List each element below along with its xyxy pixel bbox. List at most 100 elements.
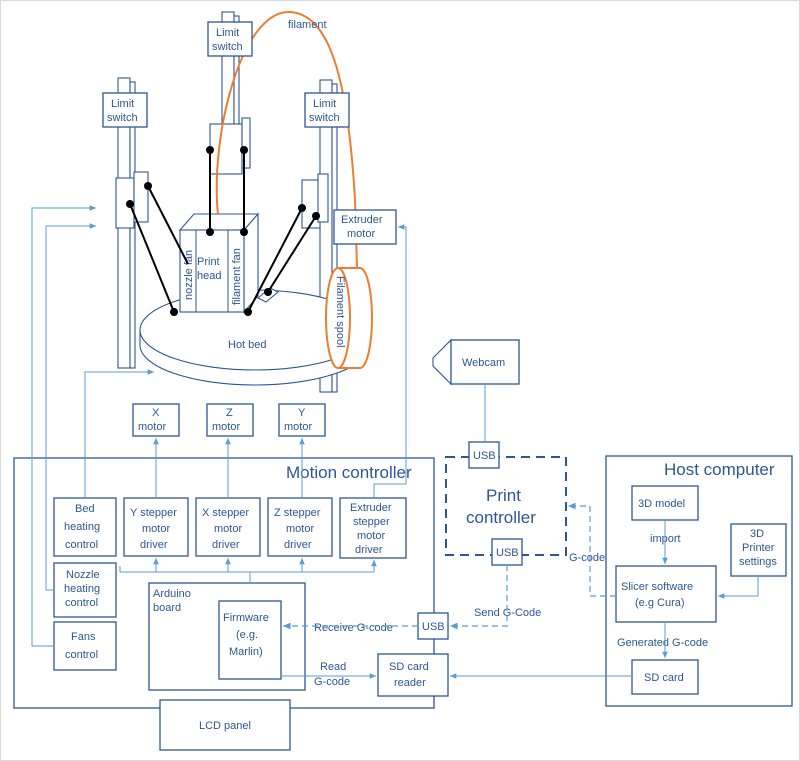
- send-gcode-label: Send G-Code: [474, 607, 541, 619]
- extruder-motor-label-2: motor: [347, 228, 375, 240]
- arm: [247, 207, 303, 313]
- webcam-label: Webcam: [462, 357, 505, 369]
- slicer-software: [615, 565, 717, 623]
- gcode-label: G-code: [569, 552, 605, 564]
- webcam: [450, 339, 520, 385]
- limit-switch-left-label-1: Limit: [111, 98, 134, 110]
- x-driver-label-1: X stepper: [202, 507, 249, 519]
- bed-heating-label-2: heating: [64, 521, 100, 533]
- sd-reader-label-2: reader: [394, 677, 426, 689]
- print-controller-title-2: controller: [466, 508, 536, 527]
- firmware-label-2: (e.g.: [236, 629, 258, 641]
- joint: [206, 228, 214, 236]
- z-motor-label-1: Z: [226, 407, 233, 419]
- printer-settings: [730, 523, 787, 577]
- joint: [244, 308, 252, 316]
- extruder-motor-label-1: Extruder: [341, 214, 383, 226]
- hot-bed-label: Hot bed: [228, 339, 267, 351]
- filament-label: filament: [288, 19, 327, 31]
- nozzle-heating-label-1: Nozzle: [66, 569, 100, 581]
- arm: [267, 215, 317, 293]
- printer-settings-label-1: 3D: [750, 528, 764, 540]
- motion-controller: Motion controller Bed heating control No…: [13, 457, 449, 751]
- joint: [298, 204, 306, 212]
- usb-motion-label: USB: [422, 621, 445, 633]
- limit-switch-center: [207, 21, 253, 57]
- webcam-lens: [432, 338, 452, 386]
- printer-mechanics: Hot bed Print head nozzle fan filament f…: [102, 10, 397, 437]
- x-driver-label-2: motor: [214, 523, 242, 535]
- center-carriage: [209, 123, 243, 175]
- usb-port-top: [468, 441, 500, 469]
- limit-switch-right-label-1: Limit: [313, 98, 336, 110]
- usb-bottom-label: USB: [496, 547, 519, 559]
- arm: [129, 203, 175, 313]
- bed-heating-label-1: Bed: [75, 503, 95, 515]
- y-driver-label-1: Y stepper: [130, 507, 177, 519]
- joint: [240, 228, 248, 236]
- extruder-driver-label-2: stepper: [353, 516, 390, 528]
- z-driver-label-3: driver: [284, 539, 312, 551]
- slicer-label-1: Slicer software: [621, 581, 693, 593]
- filament-spool: Filament spool: [325, 267, 373, 369]
- firmware-label-1: Firmware: [223, 612, 269, 624]
- x-motor-label-1: X: [152, 407, 160, 419]
- firmware-label-3: Marlin): [229, 646, 263, 658]
- y-motor-label-2: motor: [284, 421, 312, 433]
- 3d-model-label: 3D model: [638, 498, 685, 510]
- receive-gcode-label: Receive G-code: [314, 622, 393, 634]
- connectors: [31, 205, 759, 679]
- joint: [206, 146, 214, 154]
- lcd-panel-label: LCD panel: [199, 720, 251, 732]
- read-gcode-label-1: Read: [320, 661, 346, 673]
- usb-port-motion: [417, 612, 449, 640]
- read-gcode-label-2: G-code: [314, 676, 350, 688]
- print-head-label-2: head: [197, 270, 221, 282]
- z-stepper-driver: [267, 497, 333, 557]
- host-computer: Host computer 3D model import 3D Printer…: [605, 455, 793, 707]
- printer-settings-label-2: Printer: [742, 542, 775, 554]
- limit-switch-right-label-2: switch: [309, 112, 340, 124]
- extruder-driver-label-1: Extruder: [350, 502, 392, 514]
- z-motor: [206, 403, 254, 437]
- y-driver-label-2: motor: [142, 523, 170, 535]
- host-computer-title: Host computer: [664, 460, 775, 479]
- joint: [264, 288, 272, 296]
- print-head-label-1: Print: [197, 256, 220, 268]
- x-driver-label-3: driver: [212, 539, 240, 551]
- sd-card-reader: [377, 653, 449, 697]
- x-motor: [132, 403, 180, 437]
- joint: [126, 200, 134, 208]
- fans-label-1: Fans: [71, 631, 96, 643]
- joint: [144, 182, 152, 190]
- slicer-label-2: (e.g Cura): [635, 597, 685, 609]
- left-carriage-side: [133, 171, 149, 223]
- extruder-stepper-driver: [339, 497, 407, 559]
- print-controller: Print controller Webcam USB USB Send G-C…: [432, 338, 605, 619]
- firmware: [218, 600, 282, 680]
- 3d-model: [631, 485, 699, 521]
- joint: [312, 212, 320, 220]
- usb-port-bottom: [491, 538, 523, 566]
- limit-switch-left-label-2: switch: [107, 112, 138, 124]
- hot-bed: Hot bed: [139, 289, 371, 386]
- print-head-assembly: Print head nozzle fan filament fan: [178, 212, 260, 314]
- sd-reader-label-1: SD card: [389, 661, 429, 673]
- filament-spool-label: Filament spool: [334, 276, 346, 348]
- z-motor-label-2: motor: [212, 421, 240, 433]
- z-driver-label-2: motor: [286, 523, 314, 535]
- y-motor: [278, 403, 326, 437]
- joint: [170, 308, 178, 316]
- arm: [147, 185, 189, 265]
- nozzle-heating-label-3: control: [65, 597, 98, 609]
- fans-control: [53, 621, 117, 671]
- nozzle-fan-label: nozzle fan: [183, 250, 195, 300]
- x-motor-label-2: motor: [138, 421, 166, 433]
- z-driver-label-1: Z stepper: [274, 507, 321, 519]
- printer-settings-label-3: settings: [739, 556, 777, 568]
- host-computer-frame: [605, 455, 793, 707]
- extruder-driver-label-3: motor: [357, 530, 385, 542]
- lcd-panel: [159, 699, 291, 751]
- arduino-label-2: board: [153, 602, 181, 614]
